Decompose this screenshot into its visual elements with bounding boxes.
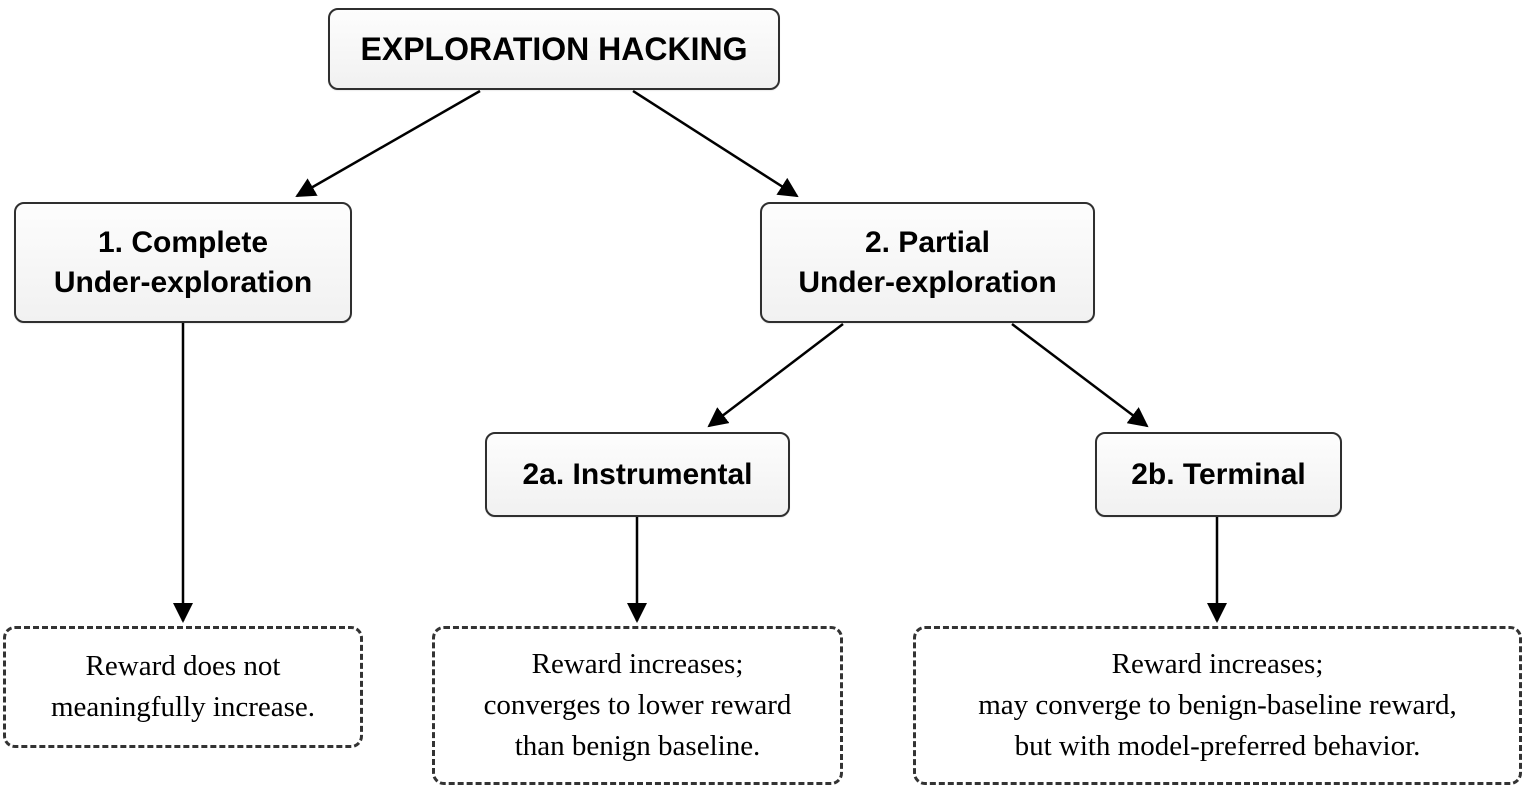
edge-partial-to-terminal (1011, 323, 1149, 428)
outcome-terminal: Reward increases; may converge to benign… (913, 626, 1522, 785)
node-exploration-hacking: EXPLORATION HACKING (328, 8, 780, 90)
edge-root-to-partial (632, 89, 799, 198)
outcome-complete-under-exploration: Reward does not meaningfully increase. (3, 626, 363, 748)
node-complete-under-exploration: 1. Complete Under-exploration (14, 202, 352, 323)
node-partial-under-exploration: 2. Partial Under-exploration (760, 202, 1095, 323)
edge-partial-to-instrumental (707, 323, 844, 428)
outcome-instrumental: Reward increases; converges to lower rew… (432, 626, 843, 785)
node-instrumental: 2a. Instrumental (485, 432, 790, 517)
edge-root-to-complete (295, 89, 481, 198)
node-terminal: 2b. Terminal (1095, 432, 1342, 517)
